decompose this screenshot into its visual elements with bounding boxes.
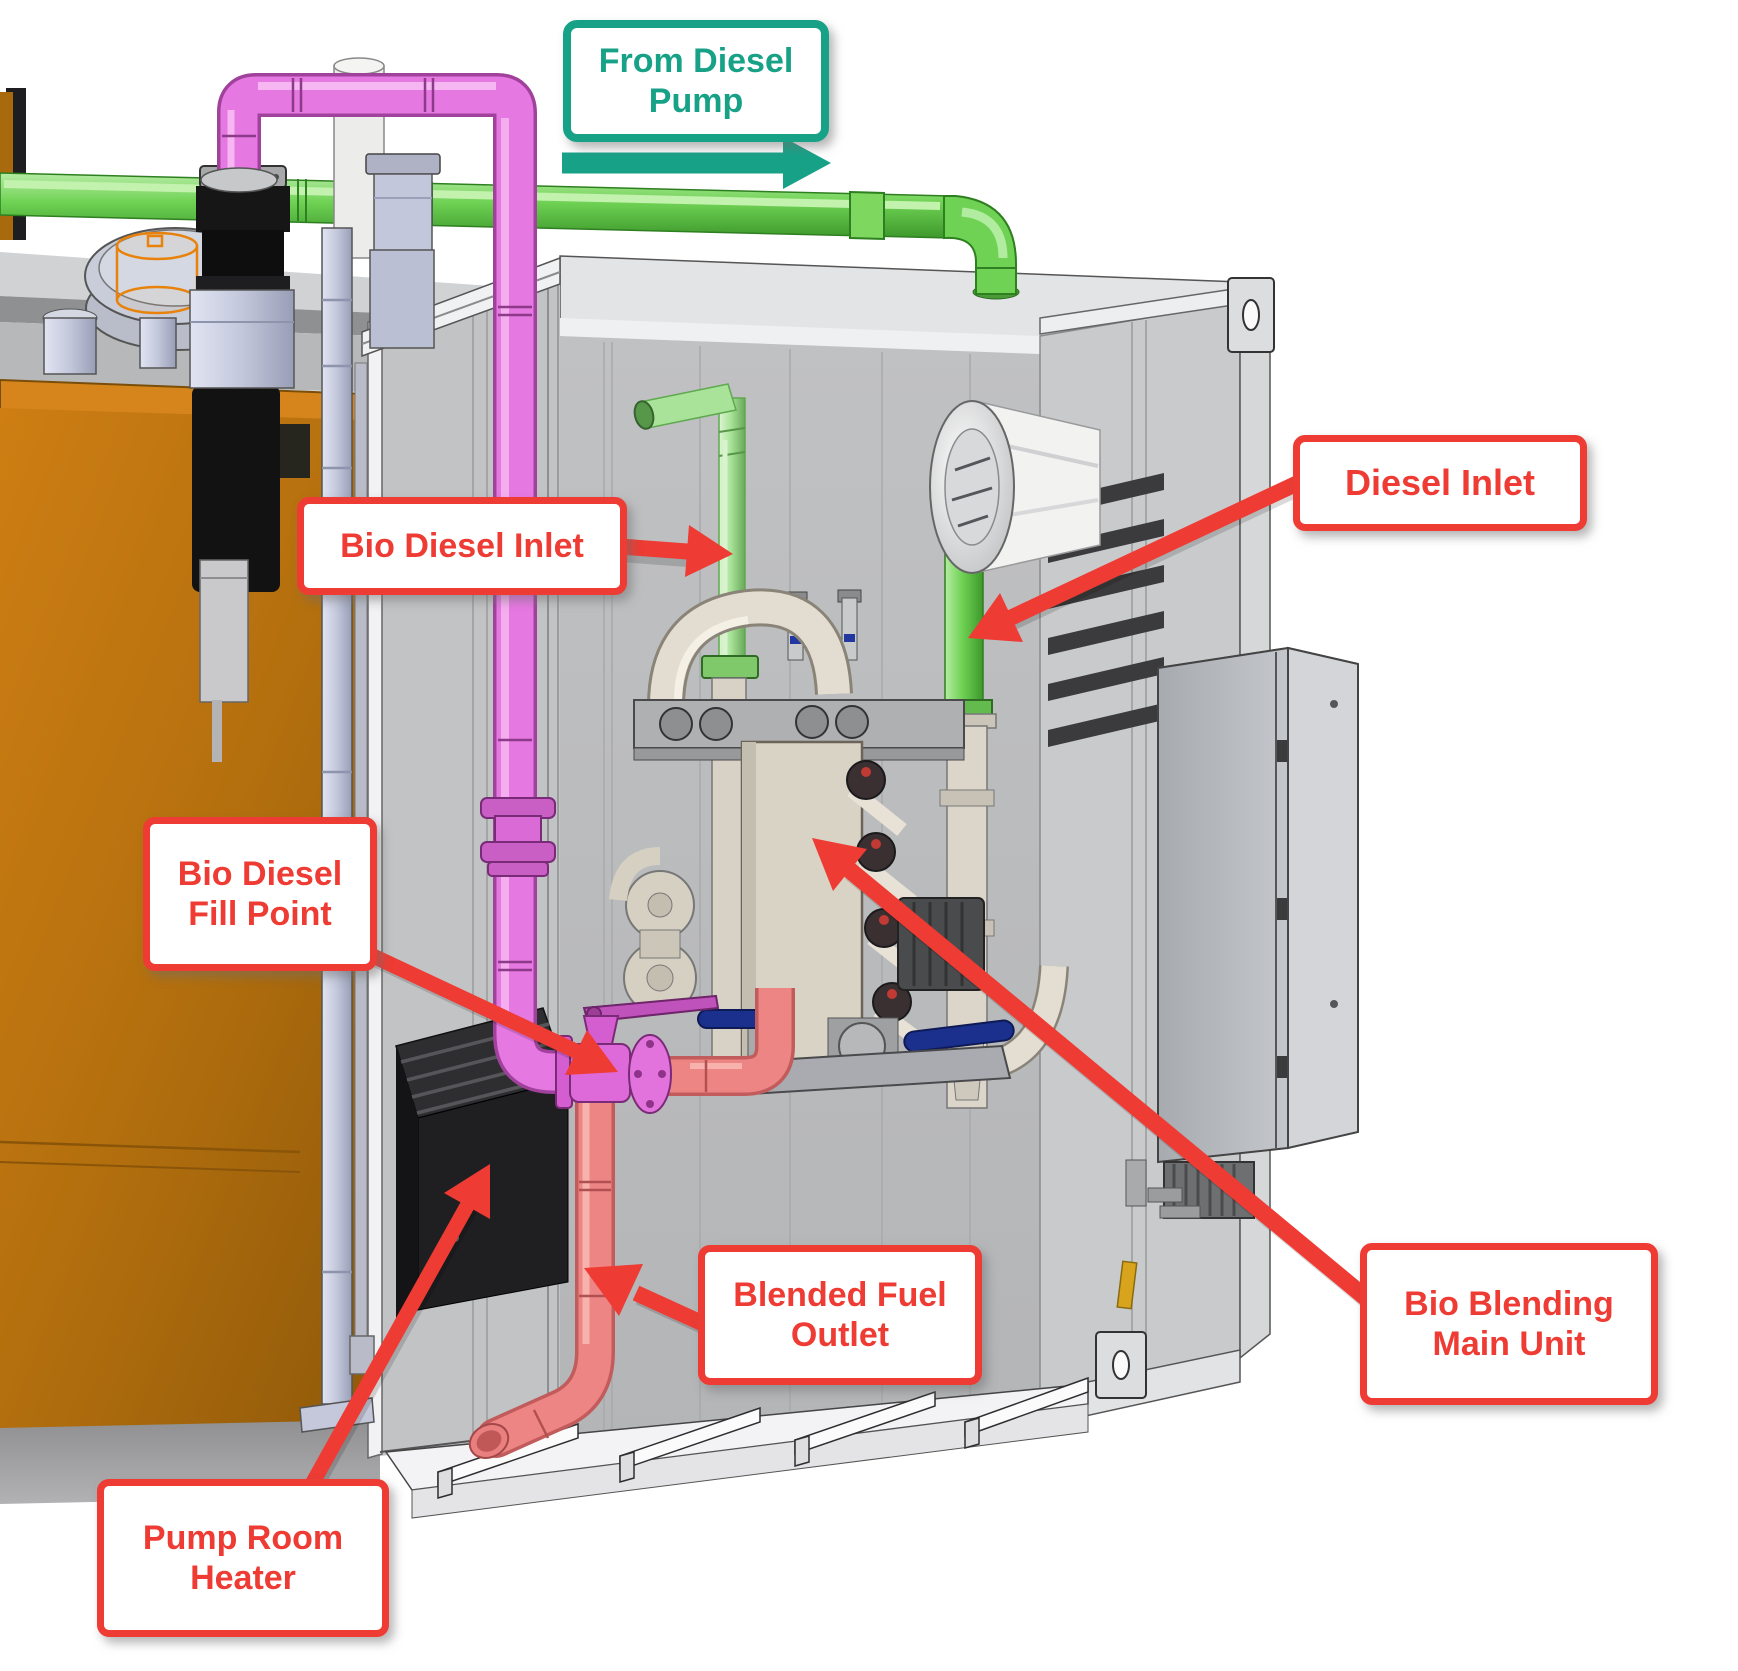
- fill-pipe-flange: [480, 797, 556, 877]
- floor-ribs: [437, 1376, 1089, 1499]
- bio-diesel-fill-pipe: [200, 73, 564, 1094]
- callout-blended-fuel-outlet: Blended Fuel Outlet: [698, 1245, 982, 1385]
- manifold-valves: [846, 760, 929, 1051]
- secondary-pump: [365, 153, 441, 349]
- callout-bio-diesel-fill-point: Bio Diesel Fill Point: [143, 817, 377, 971]
- flow-arrow-from-diesel-pump: [562, 137, 831, 189]
- bio-diesel-fill-point-arrow: [352, 941, 618, 1075]
- callout-bio-diesel-inlet-text: Bio Diesel Inlet: [340, 526, 584, 565]
- highlighted-cylinder-outline: [115, 231, 199, 315]
- bio-blending-main-unit-assembly: [609, 588, 1069, 1096]
- bio-diesel-pump: [189, 165, 295, 389]
- callout-bio-blending-main-unit-text: Bio Blending Main Unit: [1404, 1284, 1614, 1363]
- tank-standpipes: [299, 227, 375, 1433]
- callout-from-diesel-pump: From Diesel Pump: [563, 20, 829, 142]
- callout-bio-diesel-fill-point-text: Bio Diesel Fill Point: [177, 854, 343, 933]
- pump-room-heater-arrow: [304, 1164, 490, 1492]
- bio-blending-main-unit-arrow: [812, 838, 1382, 1315]
- electrical-cabinet: [1147, 646, 1359, 1219]
- diesel-supply-pipe: [0, 172, 1020, 300]
- blue-valve-handle-2: [903, 1019, 1015, 1053]
- pump-room-heater-unit: [395, 1007, 569, 1332]
- blended-fuel-outlet-pipe: [468, 1072, 615, 1459]
- diesel-inlet-arrow: [968, 474, 1307, 642]
- callout-from-diesel-pump-text: From Diesel Pump: [598, 41, 794, 120]
- callout-pump-room-heater-text: Pump Room Heater: [142, 1518, 344, 1597]
- blended-fuel-outlet-arrow: [584, 1264, 711, 1336]
- container-floor: [384, 1376, 1089, 1519]
- exhaust-fan: [929, 400, 1101, 574]
- callout-bio-diesel-inlet: Bio Diesel Inlet: [297, 497, 627, 595]
- callout-diesel-inlet: Diesel Inlet: [1293, 435, 1587, 531]
- wall-valve-handle: [1116, 1260, 1138, 1310]
- callout-pump-room-heater: Pump Room Heater: [97, 1479, 389, 1637]
- blended-fuel-pipe-run: [664, 988, 795, 1096]
- callout-bio-blending-main-unit: Bio Blending Main Unit: [1360, 1243, 1658, 1405]
- callout-diesel-inlet-text: Diesel Inlet: [1344, 461, 1536, 503]
- callout-blended-fuel-outlet-text: Blended Fuel Outlet: [733, 1275, 947, 1354]
